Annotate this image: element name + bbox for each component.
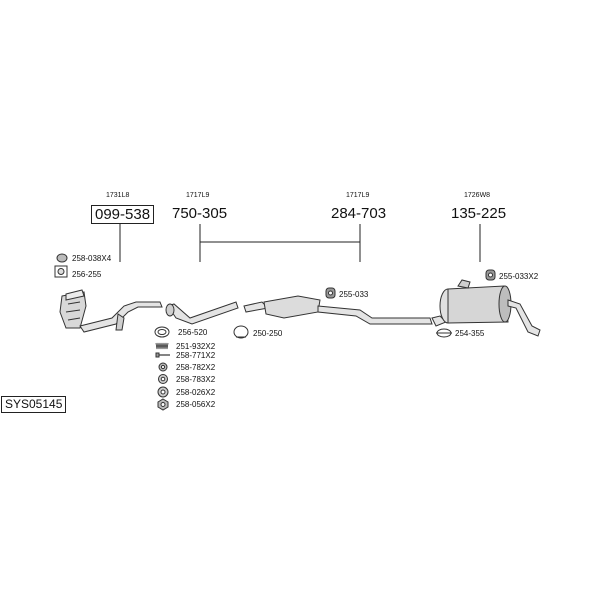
nut-icon[interactable] bbox=[56, 253, 68, 263]
fitting-label[interactable]: 256-255 bbox=[72, 270, 102, 279]
spring-washer-icon[interactable] bbox=[158, 362, 168, 372]
group-ref-label: 1717L9 bbox=[346, 192, 370, 199]
spring-icon[interactable] bbox=[155, 342, 169, 350]
washer-icon[interactable] bbox=[157, 386, 169, 398]
clamp-icon[interactable] bbox=[233, 325, 249, 339]
center-silencer[interactable] bbox=[243, 295, 433, 325]
part-number-label[interactable]: 135-225 bbox=[451, 205, 507, 222]
fitting-label[interactable]: 258-782X2 bbox=[176, 363, 216, 372]
part-number-label[interactable]: 284-703 bbox=[331, 205, 387, 222]
intermediate-pipe[interactable] bbox=[165, 301, 239, 325]
leader-lines bbox=[119, 224, 481, 262]
fitting-label[interactable]: 250-250 bbox=[253, 329, 283, 338]
system-code-label: SYS05145 bbox=[1, 396, 67, 413]
fitting-label[interactable]: 258-026X2 bbox=[176, 388, 216, 397]
part-number-label[interactable]: 099-538 bbox=[91, 205, 155, 224]
fitting-label[interactable]: 256-520 bbox=[178, 328, 208, 337]
part-number-label[interactable]: 750-305 bbox=[172, 205, 228, 222]
fitting-label[interactable]: 251-932X2 bbox=[176, 342, 216, 351]
fitting-label[interactable]: 258-771X2 bbox=[176, 351, 216, 360]
rubber-hanger-icon[interactable] bbox=[325, 287, 336, 299]
ring-gasket-icon[interactable] bbox=[154, 326, 170, 338]
fitting-label[interactable]: 258-038X4 bbox=[72, 254, 112, 263]
catalytic-converter[interactable] bbox=[59, 289, 87, 329]
fitting-label[interactable]: 258-783X2 bbox=[176, 375, 216, 384]
group-ref-label: 1731L8 bbox=[106, 192, 130, 199]
fitting-label[interactable]: 254-355 bbox=[455, 329, 485, 338]
fitting-label[interactable]: 258-056X2 bbox=[176, 400, 216, 409]
fitting-label[interactable]: 255-033 bbox=[339, 290, 369, 299]
group-ref-label: 1717L9 bbox=[186, 192, 210, 199]
rubber-hanger-icon[interactable] bbox=[485, 269, 496, 281]
rear-silencer[interactable] bbox=[431, 279, 541, 337]
fitting-label[interactable]: 255-033X2 bbox=[499, 272, 539, 281]
front-pipe[interactable] bbox=[79, 301, 163, 333]
gasket-square-icon[interactable] bbox=[54, 265, 68, 278]
group-ref-label: 1726W8 bbox=[464, 192, 491, 199]
bolt-icon[interactable] bbox=[155, 352, 170, 358]
washer-icon[interactable] bbox=[158, 374, 168, 384]
hex-nut-icon[interactable] bbox=[157, 398, 169, 411]
clamp-icon[interactable] bbox=[436, 328, 452, 338]
